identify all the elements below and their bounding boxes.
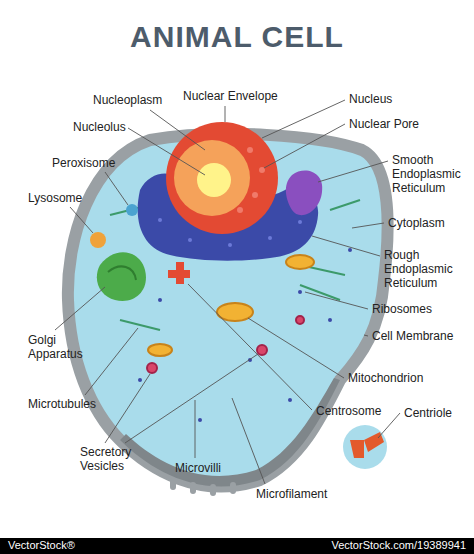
lysosome	[90, 232, 106, 248]
microvilli	[170, 478, 236, 496]
part-label: Smooth Endoplasmic Reticulum	[392, 153, 470, 195]
part-label: Cytoplasm	[388, 216, 445, 230]
nuclear-envelope	[166, 122, 278, 234]
footer-bar	[0, 538, 474, 554]
part-label: Golgi Apparatus	[28, 333, 88, 361]
secretory-vesicles	[147, 316, 304, 373]
part-label: Nuclear Pore	[349, 117, 419, 131]
part-label: Nuclear Envelope	[183, 89, 278, 103]
part-label: Cell Membrane	[372, 329, 453, 343]
nucleolus	[197, 163, 231, 197]
part-label: Microvilli	[175, 461, 221, 475]
part-label: Rough Endoplasmic Reticulum	[384, 248, 462, 290]
nucleoplasm	[174, 140, 250, 216]
part-label: Nucleoplasm	[93, 93, 162, 107]
mitochondria	[148, 255, 314, 356]
centriole-detail	[343, 425, 387, 469]
watermark: VectorStock.com/19389941	[331, 539, 466, 552]
centriole	[350, 432, 384, 458]
part-label: Nucleus	[349, 92, 392, 106]
part-label: Lysosome	[28, 191, 82, 205]
part-label: Nucleolus	[73, 120, 126, 134]
peroxisome	[126, 204, 138, 216]
membrane-shadow	[120, 378, 340, 486]
part-label: Mitochondrion	[348, 371, 423, 385]
part-label: Centrosome	[316, 404, 381, 418]
golgi	[97, 252, 146, 301]
part-label: Microfilament	[256, 487, 327, 501]
watermark: VectorStock®	[8, 539, 75, 552]
part-label: Centriole	[404, 406, 452, 420]
part-label: Ribosomes	[372, 302, 432, 316]
part-label: Peroxisome	[52, 156, 115, 170]
smooth-er	[286, 170, 322, 215]
cell-membrane	[68, 134, 388, 487]
part-label: Secretory Vesicles	[80, 445, 150, 473]
title: ANIMAL CELL	[0, 20, 474, 54]
part-label: Microtubules	[28, 397, 96, 411]
centrosome	[168, 262, 190, 284]
